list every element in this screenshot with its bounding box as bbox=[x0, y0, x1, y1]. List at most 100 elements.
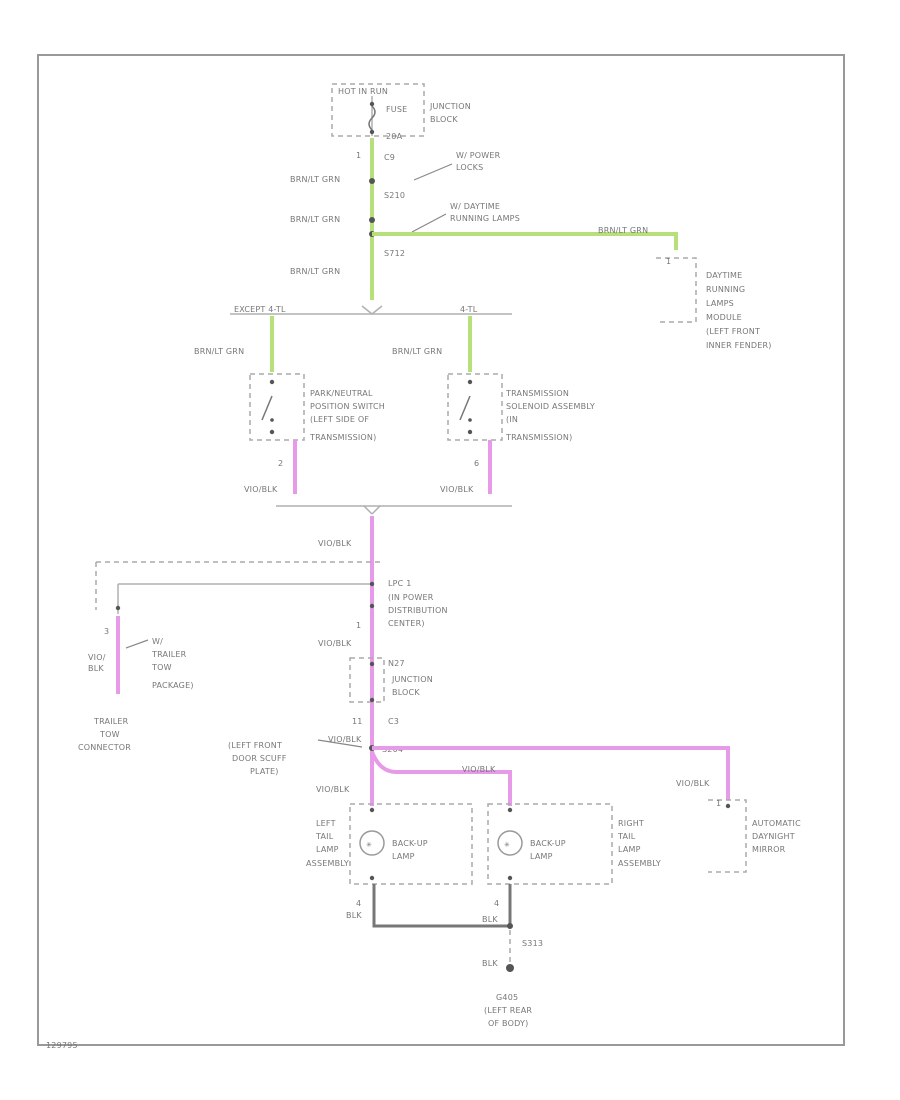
wire-label-vioblk-s204: VIO/BLK bbox=[328, 735, 362, 744]
right-tail-lamp-label-3: LAMP bbox=[618, 845, 641, 854]
left-tail-lamp-label-2: TAIL bbox=[315, 832, 334, 841]
wire-label-brnltgrn-left: BRN/LT GRN bbox=[194, 347, 244, 356]
park-neutral-label-2: POSITION SWITCH bbox=[310, 402, 385, 411]
trans-solenoid-label-2: SOLENOID ASSEMBLY bbox=[506, 402, 595, 411]
wire-drl-branch bbox=[372, 232, 678, 250]
left-back-up-lamp-label-2: LAMP bbox=[392, 852, 415, 861]
park-neutral-switch-symbol bbox=[261, 395, 273, 421]
wire-label-brnltgrn-drl: BRN/LT GRN bbox=[598, 226, 648, 235]
g405-label-3: OF BODY) bbox=[488, 1019, 528, 1028]
junction-block-mid-label-2: BLOCK bbox=[392, 688, 420, 697]
trailer-connector-label-3: CONNECTOR bbox=[78, 743, 131, 752]
power-dist-label-3: CENTER) bbox=[388, 619, 425, 628]
trans-solenoid-switch-symbol bbox=[459, 395, 471, 421]
wire-label-vioblk-left: VIO/BLK bbox=[244, 485, 278, 494]
hot-in-run-label: HOT IN RUN bbox=[338, 87, 388, 96]
auto-dimming-mirror-box bbox=[708, 799, 747, 873]
wire-label-blk-ground: BLK bbox=[482, 959, 498, 968]
fuse-symbol bbox=[368, 105, 376, 131]
drl-module-label-5: (LEFT FRONT bbox=[706, 327, 760, 336]
w-power-locks-label-1: W/ POWER bbox=[456, 151, 501, 160]
wire-label-vioblk-main-2: VIO/BLK bbox=[318, 639, 352, 648]
power-dist-center-box bbox=[95, 561, 384, 610]
svg-text:✳: ✳ bbox=[366, 841, 372, 849]
park-neutral-switch-box bbox=[249, 373, 305, 441]
4tl-label: 4-TL bbox=[460, 305, 478, 314]
wire-label-blk-left: BLK bbox=[346, 911, 362, 920]
park-neutral-label-3: (LEFT SIDE OF bbox=[310, 415, 369, 424]
mirror-pin-1: 1 bbox=[716, 799, 721, 808]
wire-label-brnltgrn-1: BRN/LT GRN bbox=[290, 175, 340, 184]
right-tail-lamp-label-4: ASSEMBLY bbox=[618, 859, 661, 868]
power-dist-label-2: DISTRIBUTION bbox=[388, 606, 448, 615]
right-back-up-lamp-label-2: LAMP bbox=[530, 852, 553, 861]
wire-label-vioblk-left-lamp: VIO/BLK bbox=[316, 785, 350, 794]
left-tail-lamp-box bbox=[349, 803, 473, 885]
c9-label: C9 bbox=[384, 153, 395, 162]
park-neutral-pin-2: 2 bbox=[278, 459, 283, 468]
right-back-up-lamp-label-1: BACK-UP bbox=[530, 839, 566, 848]
auto-mirror-label-3: MIRROR bbox=[752, 845, 786, 854]
drl-module-label-1: DAYTIME bbox=[706, 271, 742, 280]
lpc1-label: LPC 1 bbox=[388, 579, 412, 588]
park-neutral-label-4: TRANSMISSION) bbox=[309, 433, 376, 442]
w-power-locks-label-2: LOCKS bbox=[456, 163, 483, 172]
left-back-up-lamp-label-1: BACK-UP bbox=[392, 839, 428, 848]
n27-label: N27 bbox=[388, 659, 405, 668]
right-tail-lamp-label-2: TAIL bbox=[617, 832, 636, 841]
wire-label-brnltgrn-3: BRN/LT GRN bbox=[290, 267, 340, 276]
g405-label-2: (LEFT REAR bbox=[484, 1006, 532, 1015]
junction-block-top-box bbox=[331, 83, 425, 137]
wire-vioblk-mirror bbox=[372, 746, 730, 800]
left-back-up-lamp-icon bbox=[359, 830, 385, 856]
s313-label: S313 bbox=[522, 939, 543, 948]
wire-label-vioblk-right-lamp: VIO/BLK bbox=[462, 765, 496, 774]
trans-solenoid-label-1: TRANSMISSION bbox=[505, 389, 569, 398]
except-4tl-label: EXCEPT 4-TL bbox=[234, 305, 286, 314]
park-neutral-label-1: PARK/NEUTRAL bbox=[310, 389, 373, 398]
fuse-amp-label: 20A bbox=[386, 132, 403, 141]
wire-label-brnltgrn-2: BRN/LT GRN bbox=[290, 215, 340, 224]
right-back-up-lamp-icon bbox=[497, 830, 523, 856]
trailer-pin-3: 3 bbox=[104, 627, 109, 636]
auto-mirror-label-2: DAYNIGHT bbox=[752, 832, 795, 841]
w-trailer-tow-label-4: PACKAGE) bbox=[152, 681, 194, 690]
junction-block-mid-label-1: JUNCTION bbox=[391, 675, 433, 684]
left-front-scuff-label-1: (LEFT FRONT bbox=[228, 741, 282, 750]
trailer-connector-label-1: TRAILER bbox=[93, 717, 129, 726]
auto-mirror-label-1: AUTOMATIC bbox=[752, 819, 801, 828]
left-tail-lamp-label-4: ASSEMBLY bbox=[306, 859, 349, 868]
wire-blk-ground bbox=[372, 884, 512, 928]
power-dist-label-1: (IN POWER bbox=[388, 593, 434, 602]
drl-pin: 1 bbox=[666, 257, 671, 266]
drl-module-box bbox=[656, 257, 697, 323]
wire-label-blk-right: BLK bbox=[482, 915, 498, 924]
trailer-connector-label-2: TOW bbox=[99, 730, 120, 739]
drl-module-label-3: LAMPS bbox=[706, 299, 734, 308]
g405-label-1: G405 bbox=[496, 993, 518, 1002]
ground-g405-icon bbox=[506, 964, 514, 972]
drl-module-label-4: MODULE bbox=[706, 313, 742, 322]
left-lamp-pin-4: 4 bbox=[356, 899, 361, 908]
wire-label-vioblk-mirror: VIO/BLK bbox=[676, 779, 710, 788]
w-trailer-tow-label-2: TRAILER bbox=[151, 650, 187, 659]
fuse-label: FUSE bbox=[386, 105, 407, 114]
w-drl-label-2: RUNNING LAMPS bbox=[450, 214, 520, 223]
wire-label-brnltgrn-right: BRN/LT GRN bbox=[392, 347, 442, 356]
left-front-scuff-label-3: PLATE) bbox=[250, 767, 279, 776]
w-trailer-tow-label-1: W/ bbox=[152, 637, 163, 646]
wire-label-vioblk-trailer-2: BLK bbox=[88, 664, 104, 673]
c3-label: C3 bbox=[388, 717, 399, 726]
right-lamp-pin-4: 4 bbox=[494, 899, 499, 908]
svg-text:✳: ✳ bbox=[504, 841, 510, 849]
left-front-scuff-label-2: DOOR SCUFF bbox=[232, 754, 287, 763]
wire-label-vioblk-right: VIO/BLK bbox=[440, 485, 474, 494]
junction-block-top-label-2: BLOCK bbox=[430, 115, 458, 124]
right-tail-lamp-label-1: RIGHT bbox=[618, 819, 644, 828]
wire-label-vioblk-trailer-1: VIO/ bbox=[88, 653, 106, 662]
s210-label: S210 bbox=[384, 191, 405, 200]
wire-label-vioblk-main-1: VIO/BLK bbox=[318, 539, 352, 548]
pin-11-c3: 11 bbox=[352, 717, 363, 726]
drl-module-label-6: INNER FENDER) bbox=[706, 341, 772, 350]
